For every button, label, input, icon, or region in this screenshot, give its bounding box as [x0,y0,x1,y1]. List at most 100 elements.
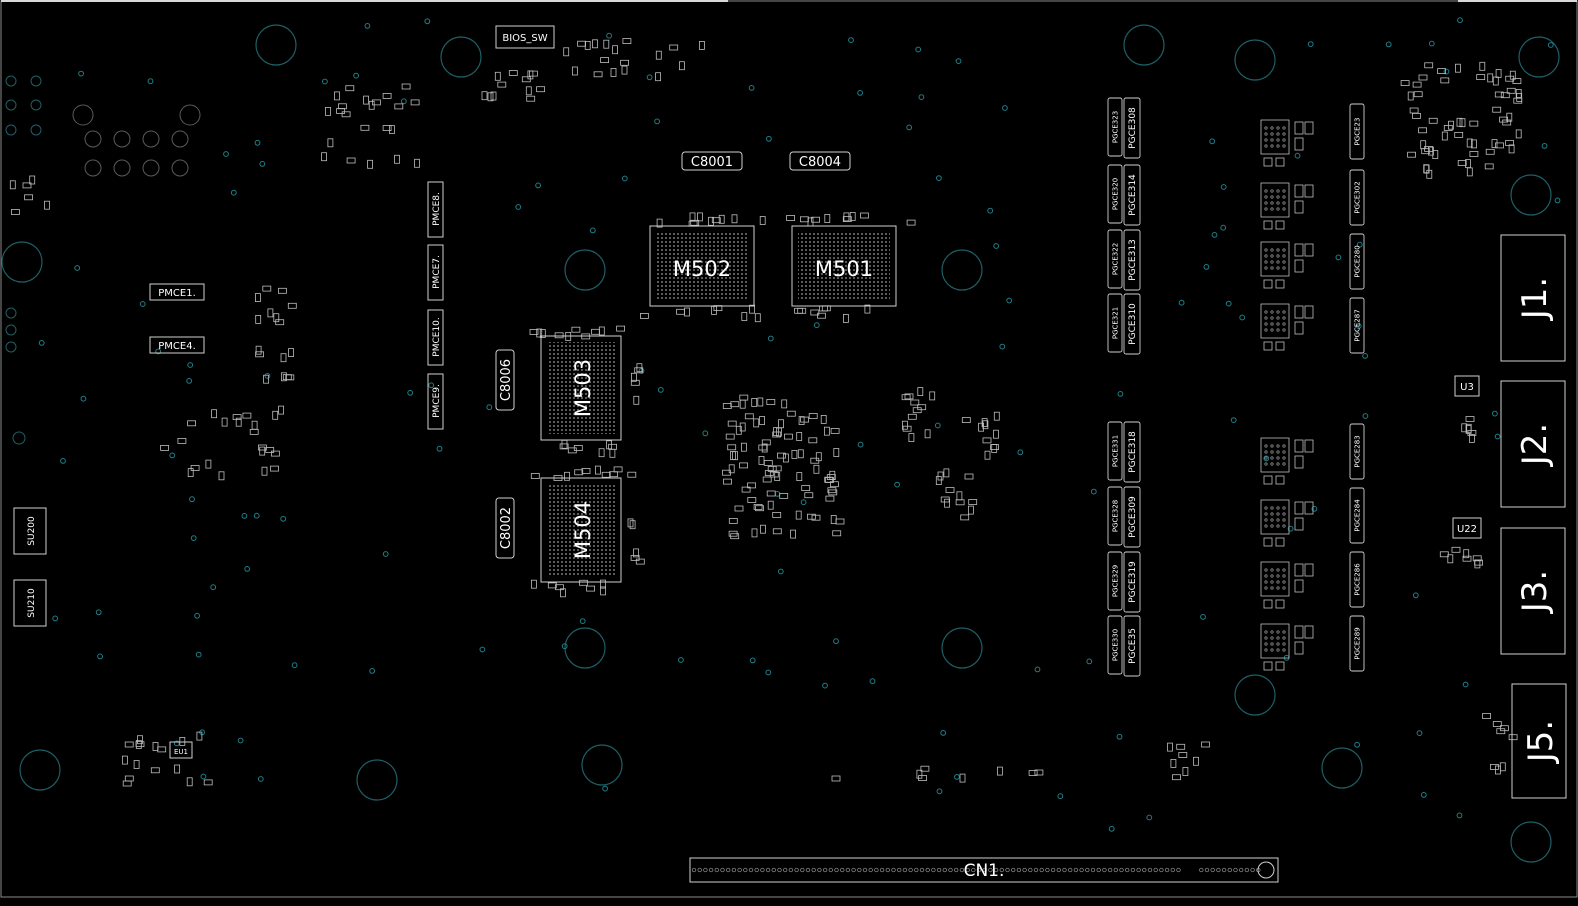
capacitor-c8006[interactable]: C8006 [495,349,515,411]
smd-part [1424,62,1434,69]
pgce-capacitor[interactable]: PGCE320 [1107,164,1123,224]
ic-u22[interactable]: U22 [1452,517,1482,539]
memory-chip-m502[interactable]: M502 [649,225,755,307]
capacitor-c8002[interactable]: C8002 [495,497,515,559]
pmce4-part[interactable]: PMCE4. [149,336,205,354]
pmce7-part[interactable]: PMCE7. [427,244,444,301]
ic-su210[interactable]: SU210 [13,579,47,627]
ic-label: SU210 [27,588,37,618]
smd-part [843,313,849,323]
pgce-capacitor[interactable]: PGCE331 [1107,421,1123,481]
smd-part [761,443,768,453]
pgce-capacitor[interactable]: PGCE280 [1349,233,1365,290]
via [1355,323,1362,329]
pgce-capacitor[interactable]: PGCE330 [1107,615,1123,675]
pgce-capacitor[interactable]: PGCE319 [1123,551,1141,613]
pgce-capacitor[interactable]: PGCE283 [1349,423,1365,480]
smd-part [901,394,911,401]
memory-chip-m504[interactable]: M504 [540,477,622,583]
connector-j5[interactable]: J5. [1511,683,1567,799]
pgce-capacitor[interactable]: PGCE318 [1123,421,1141,483]
pgce-column-outer: PGCE308PGCE314PGCE313PGCE310PGCE318PGCE3… [1123,97,1141,677]
ic-u3[interactable]: U3 [1454,375,1480,397]
via [833,638,839,645]
smd-part [758,444,768,451]
pgce-capacitor[interactable]: PGCE314 [1123,164,1141,226]
pgce-capacitor[interactable]: PGCE322 [1107,229,1123,289]
smd-part [609,448,616,458]
capacitor-c8001[interactable]: C8001 [681,151,743,171]
via [777,568,784,575]
pgce-capacitor[interactable]: PGCE35 [1123,615,1141,677]
pgce-capacitor[interactable]: PGCE302 [1349,169,1365,226]
smd-part [633,548,639,558]
pgce-capacitor[interactable]: PGCE328 [1107,486,1123,546]
connector-j3[interactable]: J3. [1500,527,1566,655]
memory-chip-m503[interactable]: M503 [540,335,622,441]
smd-part [630,379,640,386]
pgce-capacitor[interactable]: PGCE321 [1107,293,1123,353]
smd-part [211,409,218,419]
pgce-capacitor[interactable]: PGCE323 [1107,97,1123,157]
smd-part [1469,120,1479,127]
power-stage-layer [1260,119,1314,671]
via [400,98,407,105]
smd-part [1466,138,1473,148]
pgce-capacitor[interactable]: PGCE329 [1107,551,1123,611]
smd-part [778,419,784,429]
smd-part [1513,97,1523,104]
smd-part [920,765,930,772]
connector-cn1[interactable]: CN1. [689,857,1279,883]
pmce10-part[interactable]: PMCE10. [427,309,444,366]
bios-switch[interactable]: BIOS_SW [495,25,555,49]
smd-part [830,515,837,524]
pmce1-part[interactable]: PMCE1. [149,283,205,301]
smd-part [828,489,838,496]
pgce-capacitor[interactable]: PGCE284 [1349,487,1365,544]
smd-part [610,68,617,77]
smd-part [754,313,761,323]
via [254,139,261,146]
smd-part [270,450,280,457]
memory-chip-m501[interactable]: M501 [791,225,897,307]
smd-part [968,499,978,505]
ic-eu1[interactable]: EU1 [169,741,193,759]
pgce-capacitor[interactable]: PGCE289 [1349,615,1365,672]
pgce-capacitor[interactable]: PGCE286 [1349,551,1365,608]
via [1220,184,1227,190]
smd-part [1420,140,1427,150]
smd-part [739,394,749,401]
smd-part [401,83,411,90]
pgce-capacitor[interactable]: PGCE313 [1123,229,1141,291]
via [259,161,266,167]
smd-part [1178,752,1188,758]
pgce-capacitor[interactable]: PGCE310 [1123,293,1141,355]
capacitor-c8004[interactable]: C8004 [789,151,851,171]
pgce-capacitor[interactable]: PGCE309 [1123,486,1141,548]
smd-part [772,431,782,438]
pgce-capacitor[interactable]: PGCE23 [1349,103,1365,160]
pmce9-part[interactable]: PMCE9. [427,373,444,430]
smd-part [1465,423,1472,433]
pgce-capacitor[interactable]: PGCE287 [1349,297,1365,354]
pgce-capacitor[interactable]: PGCE308 [1123,97,1141,159]
smd-part [935,476,942,486]
via [407,389,414,396]
via [813,322,820,329]
via [869,678,876,685]
ic-su200[interactable]: SU200 [13,507,47,555]
smd-part [1506,87,1516,94]
smd-part [758,455,765,465]
smd-part [811,514,821,521]
smd-part [993,429,999,439]
pgce-label: PGCE287 [1353,309,1361,341]
smd-part [1461,423,1468,433]
pmce8-part[interactable]: PMCE8. [427,181,444,238]
via [936,175,942,182]
smd-part [577,40,586,47]
smd-part [767,465,777,472]
connector-j2[interactable]: J2. [1500,380,1566,508]
connector-j1[interactable]: J1. [1500,234,1566,362]
smd-part [235,417,242,427]
via [915,46,922,53]
